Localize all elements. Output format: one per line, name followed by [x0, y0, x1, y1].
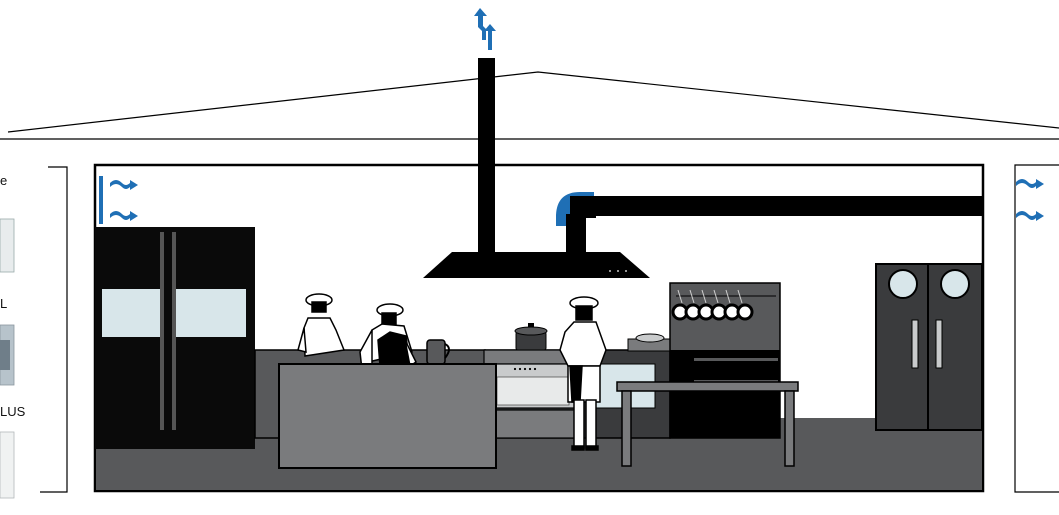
chimney-exhaust-arrow-icon: [474, 8, 496, 50]
kettle: [427, 340, 449, 364]
hanging-pans: [673, 305, 752, 319]
side-label-bottom: LUS: [0, 404, 25, 419]
side-label-mid: L: [0, 296, 7, 311]
cold-room-doors: [876, 264, 982, 430]
exhaust-air-arrow-icon: [1016, 179, 1044, 221]
cooker-hood: [423, 252, 650, 278]
side-label-top: e: [0, 173, 7, 188]
kitchen-island: [279, 364, 496, 468]
left-product-images: [0, 219, 14, 498]
product-image-bottom: [0, 432, 14, 498]
shelf-unit: [670, 283, 780, 438]
roof: [0, 72, 1059, 139]
left-wall-bracket: [40, 167, 67, 492]
product-image-top: [0, 219, 14, 272]
fridge: [95, 227, 255, 449]
